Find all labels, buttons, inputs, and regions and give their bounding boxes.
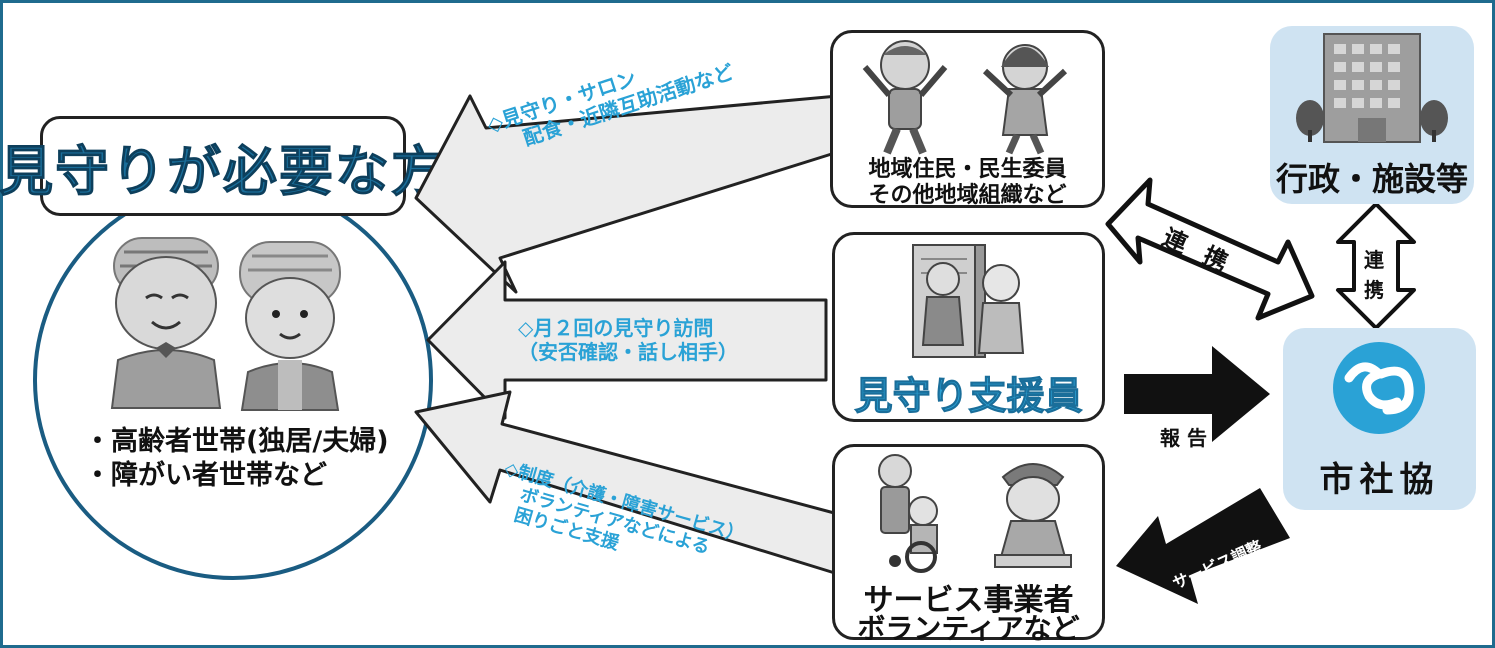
volunteer-figure	[994, 463, 1072, 568]
resident-man-figure	[862, 40, 948, 155]
card-providers: サービス事業者 ボランティアなど	[832, 444, 1105, 645]
target-line-disabled: ・障がい者世帯など	[84, 460, 327, 491]
resident-at-door-figure	[977, 264, 1025, 354]
wheelchair-icon	[878, 454, 938, 573]
arrow-middle-text-2: （安否確認・話し相手）	[518, 340, 738, 364]
residents-illustration	[862, 40, 1068, 155]
arrow-middle-text-1: ◇月２回の見守り訪問	[518, 316, 714, 340]
providers-illustration	[878, 454, 1072, 573]
council-label: 市社協	[1319, 460, 1440, 500]
card-council: 市社協	[1283, 328, 1476, 510]
card-government: 行政・施設等	[1270, 26, 1474, 204]
arrow-service-adjustment	[1116, 488, 1290, 604]
residents-label-1: 地域住民・民生委員	[868, 157, 1067, 182]
target-circle	[33, 180, 433, 580]
supporter-illustration	[912, 244, 1025, 358]
visitor-figure	[921, 262, 965, 346]
elderly-man-figure	[110, 237, 222, 409]
providers-label-2: ボランティアなど	[857, 612, 1080, 645]
label-cooperation-small-1: 連	[1364, 248, 1384, 272]
label-cooperation-small-2: 携	[1364, 278, 1384, 302]
residents-label-2: その他地域組織など	[868, 183, 1067, 208]
label-report: 報 告	[1160, 426, 1207, 450]
providers-label-1: サービス事業者	[863, 583, 1074, 618]
building-icon	[1296, 33, 1448, 143]
government-label: 行政・施設等	[1275, 160, 1468, 198]
target-title: 見守りが必要な方	[0, 116, 446, 216]
target-line-elderly: ・高齢者世帯(独居/夫婦)	[84, 426, 389, 457]
arrow-supporter-to-target	[426, 260, 828, 420]
arrow-cooperation-big	[1105, 177, 1315, 321]
arrow-providers-to-target	[414, 390, 840, 576]
card-supporter: 見守り支援員	[832, 232, 1105, 422]
card-residents: 地域住民・民生委員 その他地域組織など	[830, 30, 1105, 208]
supporter-label: 見守り支援員	[854, 374, 1083, 419]
arrow-residents-to-target	[414, 94, 840, 294]
arrow-report	[1124, 346, 1270, 442]
elderly-woman-figure	[239, 241, 341, 411]
council-logo-icon	[1333, 342, 1425, 434]
resident-woman-figure	[982, 44, 1068, 155]
